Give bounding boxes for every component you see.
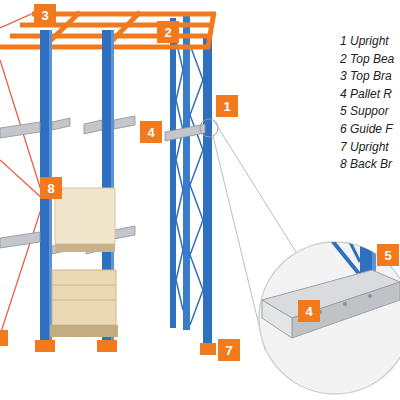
cargo (50, 188, 118, 337)
callout-number: 2 (157, 21, 179, 43)
callout-number: 7 (218, 339, 240, 361)
part-name: 4 Pallet R (340, 87, 392, 101)
magnifier-line (214, 121, 296, 252)
base-plate (0, 330, 8, 346)
upright (170, 18, 176, 328)
callout-number: 4 (140, 121, 162, 143)
pallet-rail (84, 120, 102, 134)
brace-line (0, 200, 44, 335)
top-beam (208, 12, 214, 47)
pallet-rails (0, 116, 205, 254)
magnifier-line (213, 136, 265, 350)
pallet (50, 325, 118, 337)
pallet-rail (114, 226, 135, 239)
cargo-box (55, 188, 115, 244)
pallet-rail (114, 116, 135, 129)
callout-text: 4 (147, 125, 154, 140)
detail-view (262, 230, 400, 338)
part-name: 3 Top Bra (340, 69, 392, 83)
brace-line (0, 160, 44, 200)
detail-bolt (368, 294, 372, 298)
back-bracing (0, 12, 44, 335)
detail-circle (259, 242, 400, 394)
part-name: 6 Guide F (340, 122, 393, 136)
magnifier-spot (200, 119, 218, 137)
frame-bracing (190, 45, 203, 325)
callout-text: 7 (225, 343, 232, 358)
callout-text: 2 (164, 25, 171, 40)
part-name: 5 Suppor (340, 104, 389, 118)
cargo-layer (52, 285, 116, 286)
detail-rail-face (292, 282, 400, 338)
upright (203, 38, 212, 348)
cargo-layer (52, 300, 116, 301)
pallet-rail (52, 118, 70, 130)
callout-number: 5 (377, 244, 399, 266)
upright (183, 12, 190, 330)
pallet (55, 244, 115, 252)
detail-rail-end (262, 300, 292, 338)
pallet-rail (0, 232, 40, 248)
part-name: 1 Upright (340, 34, 389, 48)
cargo-box (52, 270, 116, 325)
part-name: 8 Back Br (340, 157, 392, 171)
callout-number: 8 (40, 177, 62, 199)
detail-bracing (345, 232, 360, 262)
callout-number: 3 (34, 4, 56, 26)
callout-number: 4 (298, 300, 320, 322)
part-name: 2 Top Bea (340, 52, 394, 66)
base-plate (97, 340, 117, 352)
callout-text: 8 (47, 181, 54, 196)
detail-bolt (343, 302, 347, 306)
pallet-rail (0, 122, 40, 138)
pallet-rail (165, 124, 205, 141)
detail-magnifier (200, 119, 400, 394)
part-name: 7 Upright (340, 140, 389, 154)
callout-text: 5 (384, 248, 391, 263)
base-plate (200, 343, 216, 355)
callout-text: 3 (41, 8, 48, 23)
brace-line (0, 60, 44, 200)
callout-text: 4 (305, 304, 312, 319)
callout-number: 1 (216, 95, 238, 117)
callout-text: 1 (223, 99, 230, 114)
frame-bracing (176, 40, 183, 310)
detail-bracing (330, 238, 360, 275)
top-beam (32, 12, 216, 17)
base-plates (0, 330, 216, 355)
side-frame (170, 12, 212, 348)
base-plate (35, 340, 55, 352)
